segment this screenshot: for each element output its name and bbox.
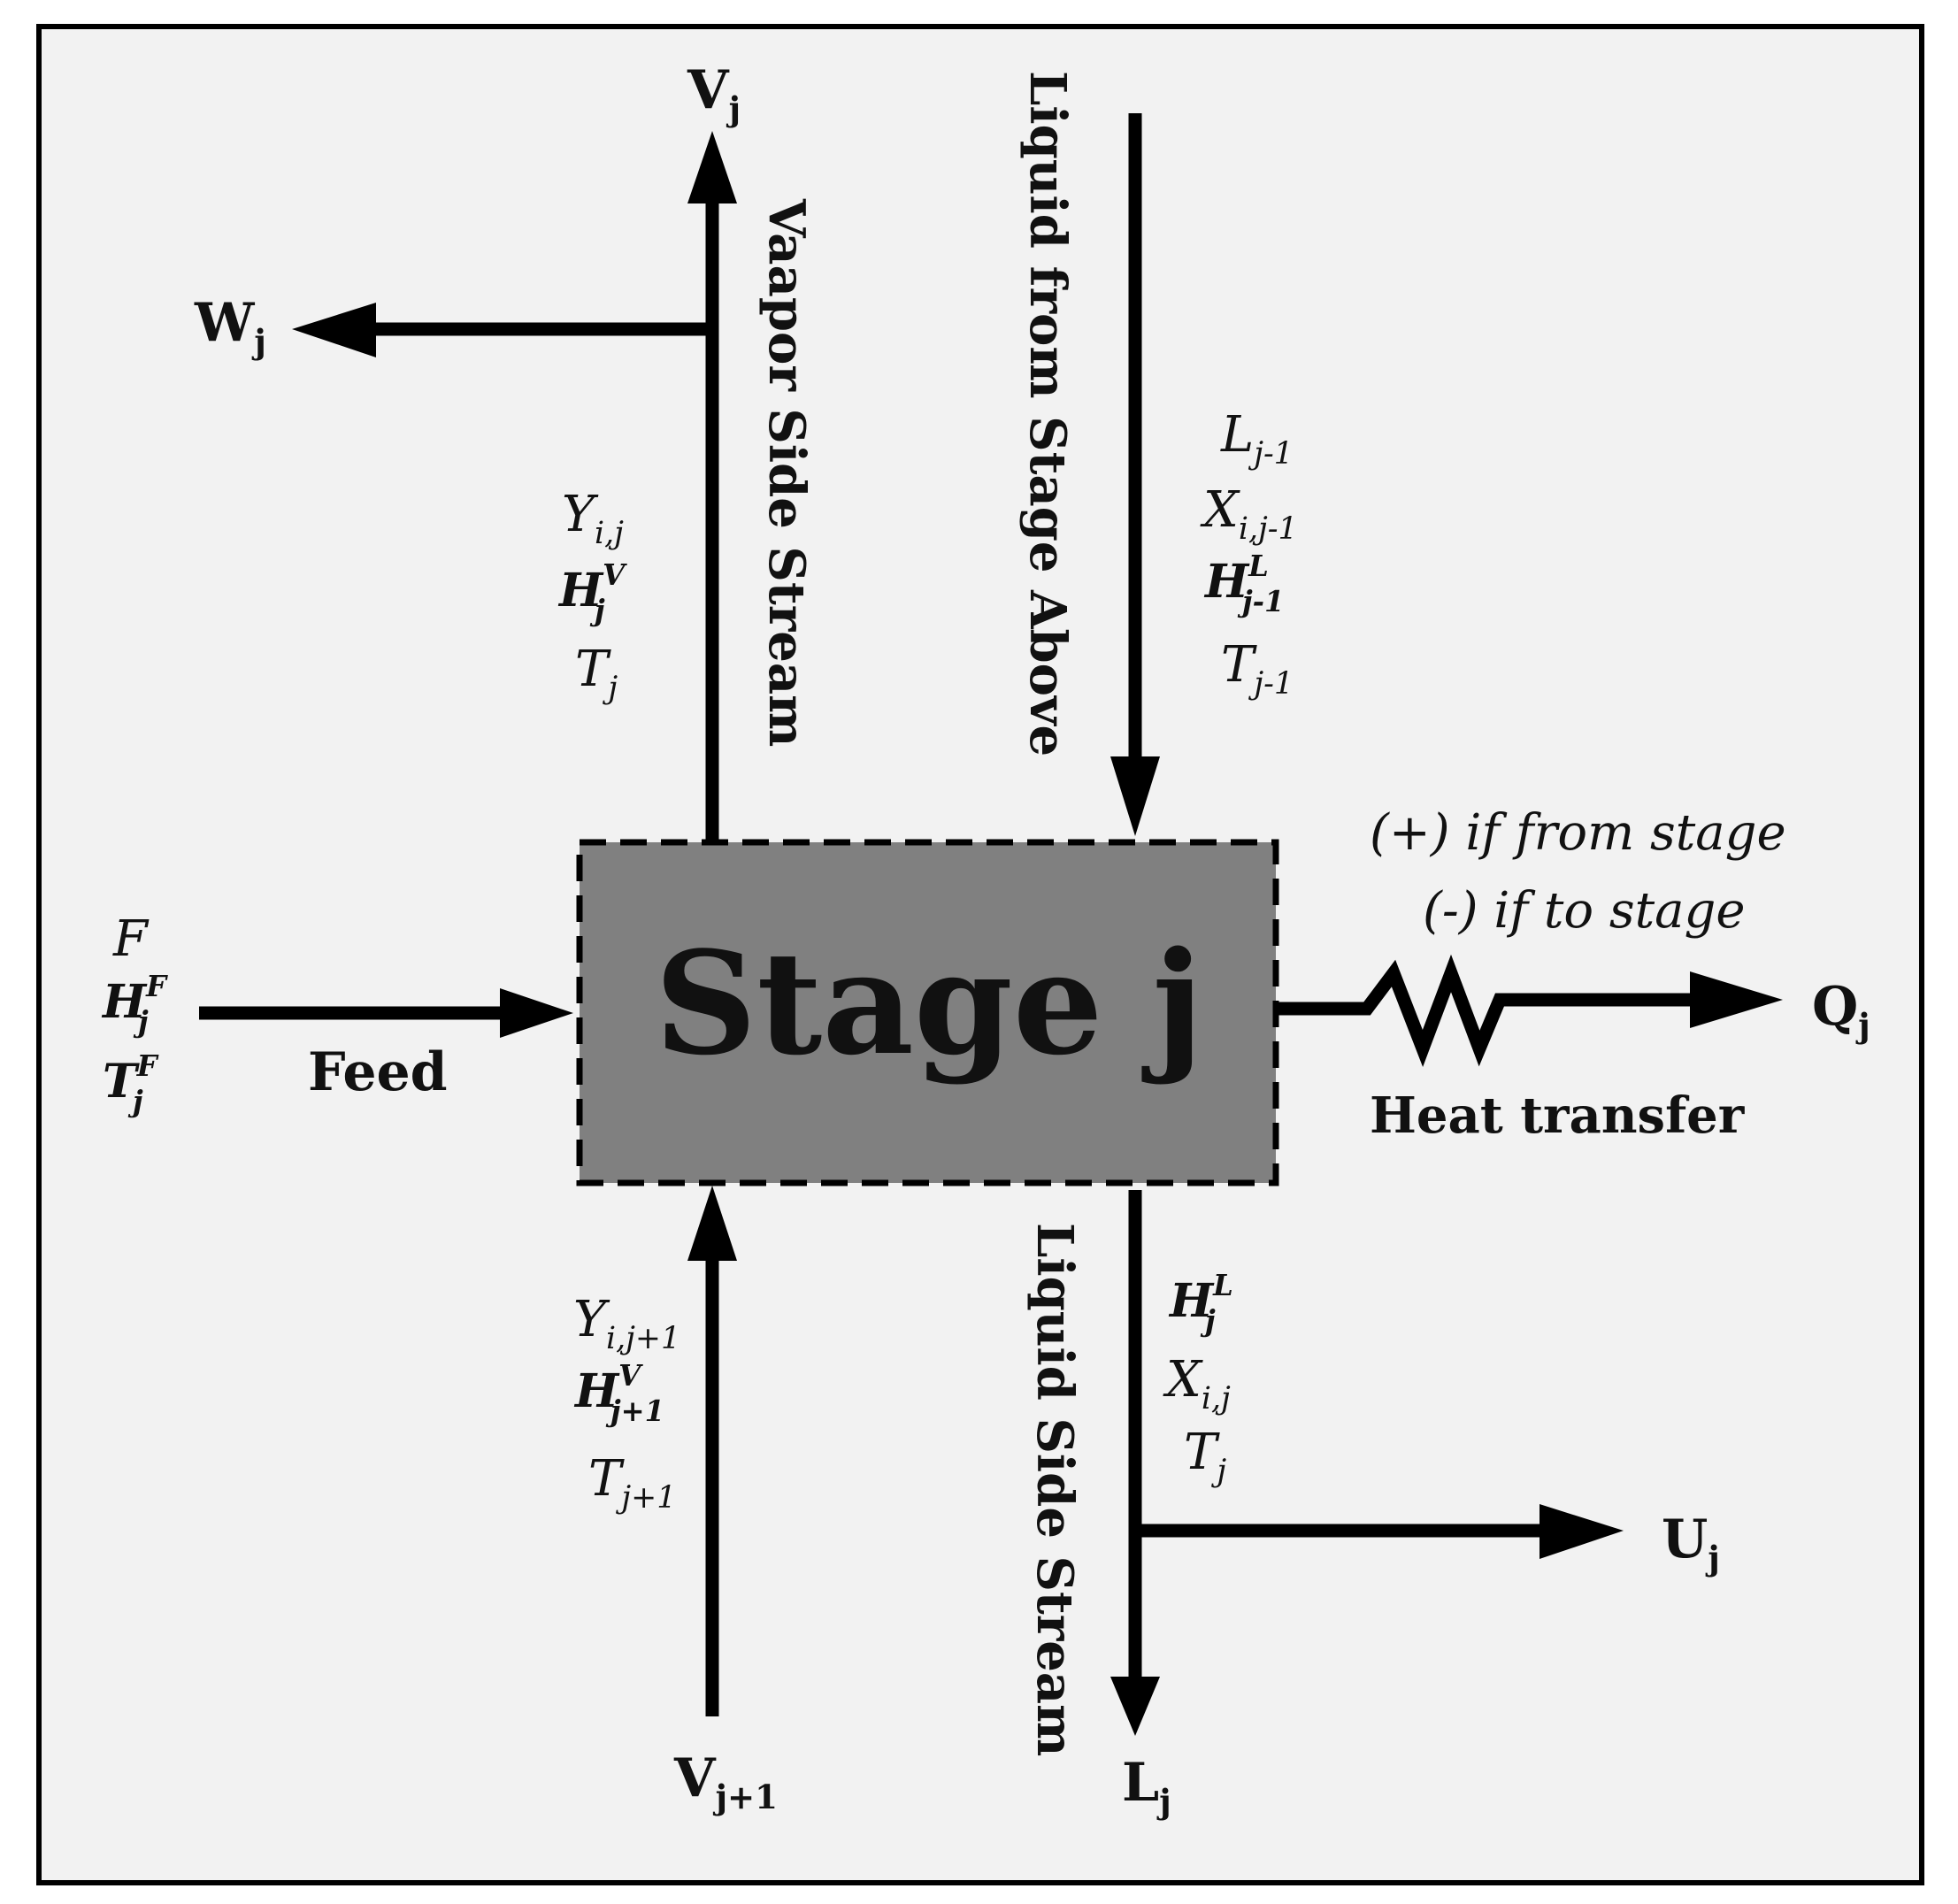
liquid-side-draw-label: Uj (1662, 1509, 1720, 1578)
liquid-from-above-label: Liquid from Stage Above (1018, 71, 1077, 756)
heat-zigzag-line (1276, 954, 1694, 1068)
vapor-side-arrowhead (292, 303, 376, 357)
feed-label: Feed (308, 1041, 448, 1103)
vapor-in-composition: Yi,j+1 (573, 1291, 680, 1356)
vapor-out-composition: Yi,j (562, 486, 624, 551)
vapor-out-temperature: Tj (575, 641, 618, 706)
liquid-out-composition: Xi,j (1163, 1351, 1231, 1416)
vapor-in-temperature: Tj+1 (588, 1450, 676, 1516)
vapor-in-arrowhead (687, 1186, 737, 1261)
liquid-in-arrowhead (1110, 756, 1160, 836)
vapor-in-label: Vj+1 (673, 1747, 778, 1816)
feed-flow: F (112, 910, 150, 968)
vapor-side-draw-label: Wj (194, 292, 266, 361)
liquid-in-temperature: Tj-1 (1221, 636, 1294, 702)
vapor-out-label: Vj (687, 59, 741, 128)
liquid-out-arrowhead (1110, 1677, 1160, 1736)
stage-box (576, 839, 1279, 1186)
heat-sign-to-label: (-) if to stage (1423, 882, 1746, 940)
liquid-in-composition: Xi,j-1 (1200, 481, 1298, 547)
liquid-out-label: Lj (1122, 1752, 1171, 1821)
stage-label: Stage j (655, 920, 1203, 1086)
heat-duty-label: Qj (1812, 976, 1870, 1045)
heat-sign-from-label: (+) if from stage (1370, 804, 1786, 862)
vapor-side-stream-label: Vaapor Side Stream (757, 198, 816, 747)
feed-arrowhead (500, 988, 573, 1038)
heat-arrowhead (1690, 971, 1783, 1028)
liquid-out-temperature: Tj (1184, 1424, 1226, 1489)
liquid-in-flow: Lj-1 (1220, 406, 1294, 472)
vapor-out-arrowhead (687, 131, 737, 203)
liquid-side-arrowhead (1540, 1504, 1624, 1559)
liquid-side-stream-label: Liquid Side Stream (1025, 1223, 1084, 1756)
heat-transfer-label: Heat transfer (1370, 1086, 1746, 1145)
